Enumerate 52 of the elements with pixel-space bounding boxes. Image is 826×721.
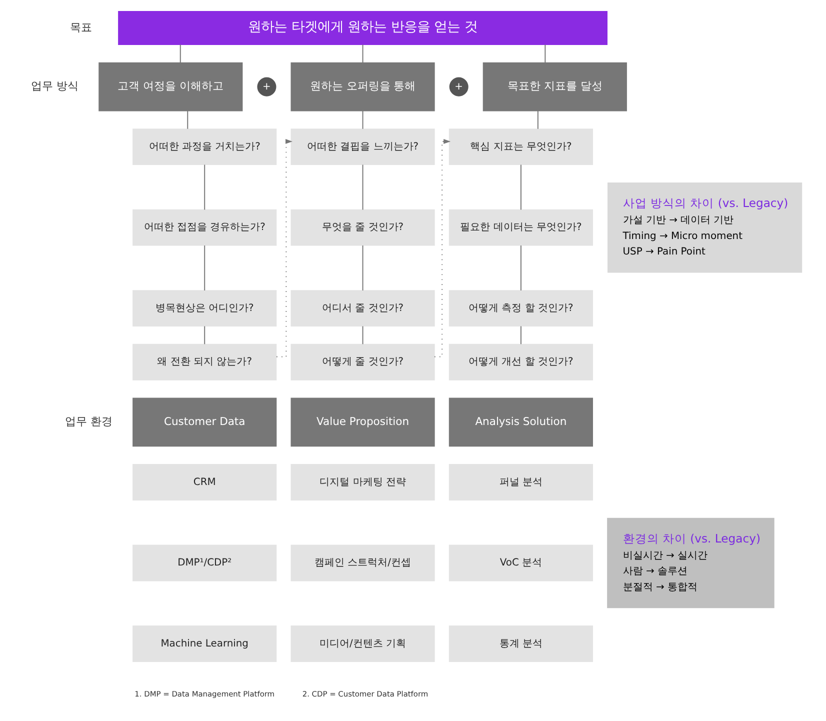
- connector: [520, 245, 521, 291]
- connector: [204, 245, 205, 291]
- connector: [362, 110, 363, 130]
- node-box: 디지털 마케팅 전략: [290, 464, 434, 500]
- node-box: Machine Learning: [132, 626, 276, 662]
- node-box: 왜 전환 되지 않는가?: [132, 344, 276, 380]
- node-box: 어떻게 줄 것인가?: [290, 344, 434, 380]
- connector: [179, 44, 180, 64]
- connector: [362, 44, 363, 64]
- node-box: 고객 여정을 이해하고: [98, 62, 242, 112]
- node-box: 미디어/컨텐츠 기획: [290, 626, 434, 662]
- label: 2. CDP = Customer Data Platform: [302, 689, 428, 698]
- connector: [186, 110, 188, 130]
- connector: [204, 326, 205, 345]
- label: 업무 방식: [30, 80, 78, 93]
- node-box: 사업 방식의 차이 (vs. Legacy) 가설 기반 → 데이터 기반 Timing → Micro moment USP → Pain Point: [607, 182, 802, 273]
- node-box: 무엇을 줄 것인가?: [290, 209, 434, 246]
- node-box: 통계 분석: [448, 626, 592, 662]
- connector: [362, 326, 363, 345]
- node-box: 어떠한 과정을 거치는가?: [132, 128, 276, 166]
- node-box: 핵심 지표는 무엇인가?: [448, 128, 592, 166]
- node-box: 캠페인 스트럭처/컨셉: [290, 544, 434, 582]
- connector: [520, 164, 521, 210]
- connector: [204, 164, 205, 210]
- node-circle: +: [448, 77, 468, 96]
- label: 1. DMP = Data Management Platform: [134, 689, 274, 698]
- node-circle: +: [256, 77, 276, 96]
- node-box: Value Proposition: [290, 398, 434, 447]
- connector: [520, 326, 521, 345]
- node-box: 원하는 오퍼링을 통해: [290, 62, 434, 112]
- node-box: 병목현상은 어디인가?: [132, 290, 276, 327]
- connector: [362, 245, 363, 291]
- label: 업무 환경: [64, 415, 112, 428]
- node-box: 어떻게 측정 할 것인가?: [448, 290, 592, 327]
- node-box: 필요한 데이터는 무엇인가?: [448, 209, 592, 246]
- label: 목표: [70, 20, 92, 34]
- node-box: 어디서 줄 것인가?: [290, 290, 434, 327]
- connector: [362, 164, 363, 210]
- node-box: 어떻게 개선 할 것인가?: [448, 344, 592, 380]
- node-box: Customer Data: [132, 398, 276, 447]
- node-box: CRM: [132, 464, 276, 500]
- node-box: 원하는 타겟에게 원하는 반응을 얻는 것: [118, 11, 607, 45]
- node-box: 목표한 지표를 달성: [482, 62, 626, 112]
- node-box: 어떠한 접점을 경유하는가?: [132, 209, 276, 246]
- node-box: DMP¹/CDP²: [132, 544, 276, 582]
- connector: [536, 110, 538, 130]
- node-box: 환경의 차이 (vs. Legacy) 비실시간 → 실시간 사람 → 솔루션 분절적 → 통합적: [606, 518, 774, 608]
- node-box: 어떠한 결핍을 느끼는가?: [290, 128, 434, 166]
- node-box: 퍼널 분석: [448, 464, 592, 500]
- node-box: VoC 분석: [448, 544, 592, 582]
- node-box: Analysis Solution: [448, 398, 592, 447]
- connector: [544, 44, 546, 64]
